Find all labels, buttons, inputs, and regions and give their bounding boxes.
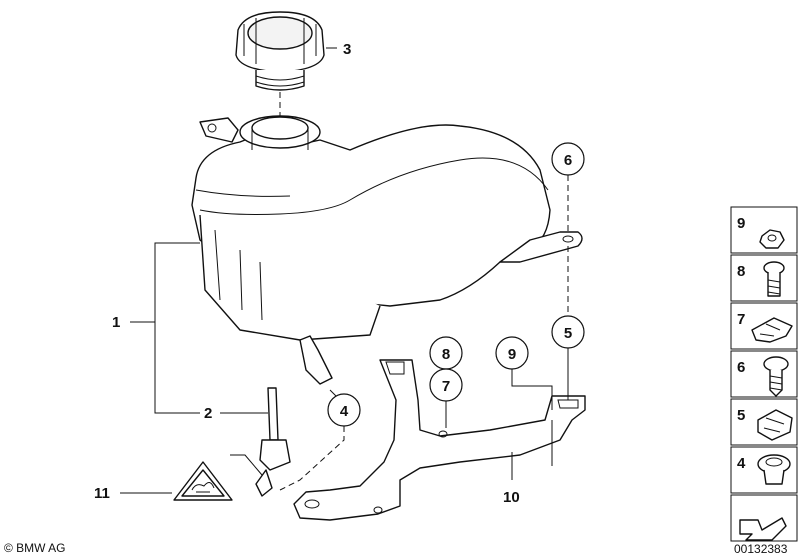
warning-label: [173, 461, 233, 501]
callout-1: 1: [112, 314, 120, 331]
svg-text:4: 4: [340, 403, 349, 420]
expansion-tank: [191, 115, 583, 385]
side-label-7: 7: [737, 311, 745, 328]
callout-circle-7: 7: [429, 368, 463, 402]
bolt-icon: [763, 261, 785, 297]
svg-text:9: 9: [508, 346, 516, 363]
callout-2: 2: [204, 405, 212, 422]
callout-circle-6: 6: [551, 142, 585, 176]
callout-circle-9: 9: [495, 336, 529, 370]
nut-clip-icon: [757, 409, 793, 441]
callout-10: 10: [503, 489, 520, 506]
side-label-8: 8: [737, 263, 745, 280]
mounting-bracket: [293, 359, 586, 521]
drawing-number: 00132383: [734, 542, 788, 556]
direction-arrow-icon: [739, 517, 787, 541]
side-parts-panel: 9 8 7 6 5 4: [730, 206, 798, 542]
screw-icon: [763, 356, 789, 397]
svg-text:7: 7: [442, 378, 450, 395]
callout-circle-8: 8: [429, 336, 463, 370]
side-label-4: 4: [737, 455, 746, 472]
svg-text:5: 5: [564, 325, 572, 342]
callout-3: 3: [343, 41, 351, 58]
side-label-6: 6: [737, 359, 745, 376]
callout-11: 11: [94, 485, 110, 502]
svg-text:8: 8: [442, 346, 450, 363]
nut-icon: [759, 229, 785, 249]
leader-lines: [120, 47, 569, 494]
expansion-tank-cap: [235, 11, 325, 91]
side-label-5: 5: [737, 407, 745, 424]
grommet-icon: [757, 454, 791, 485]
brand-copyright: © BMW AG: [4, 541, 66, 555]
clip-icon: [751, 317, 793, 343]
side-label-9: 9: [737, 215, 745, 232]
callout-circle-4: 4: [327, 393, 361, 427]
svg-text:6: 6: [564, 152, 572, 169]
callout-circle-5: 5: [551, 315, 585, 349]
level-sensor: [255, 387, 291, 497]
